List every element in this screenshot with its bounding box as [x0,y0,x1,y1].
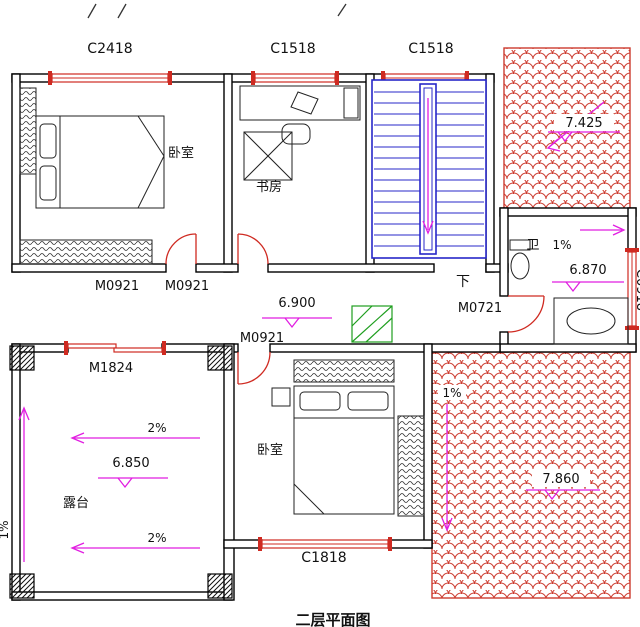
table-study [243,131,293,181]
bed-bottom-bedroom [271,385,395,515]
dimension-ticks [87,3,347,19]
door-m1824-terrace [64,341,166,355]
label-door-m0921-c: M0921 [240,331,284,346]
label-window-c2418: C2418 [87,41,132,57]
window-c1518-study [251,71,339,85]
elevation-marker-roof-top [548,131,620,143]
label-slope-terrace-upper: 2% [147,421,166,435]
window-c1818 [258,537,392,551]
label-stair-down: 下 [456,274,470,290]
slope-arrow-terrace-upper [70,432,200,444]
label-backing [532,470,590,487]
label-backing [438,385,466,400]
door-m0921-bedroom-top [165,233,197,265]
label-slope-bath: 1% [552,238,571,252]
label-room-bedroom-bottom: 卧室 [257,442,283,458]
label-door-m0921-b: M0921 [165,279,209,294]
window-c2418 [48,71,172,85]
label-room-bath: 卫 [526,238,539,253]
elevation-marker-bath [552,281,624,293]
label-slope-roof-bottom: 1% [442,386,461,400]
label-window-c0918: C0918 [633,269,640,311]
vanity-basin [553,297,629,345]
wardrobe-hatch-top-bedroom [19,87,153,265]
label-slope-terrace-lower: 2% [147,531,166,545]
label-door-m0721: M0721 [458,301,502,316]
drawing-title: 二层平面图 [295,611,370,627]
staircase [371,79,487,259]
window-c0918 [625,248,639,330]
label-window-c1818: C1818 [301,550,346,566]
label-elevation-roof-bottom: 7.860 [542,472,579,487]
elevation-marker-corridor [262,317,332,329]
elevation-marker-terrace [98,477,168,489]
bed-top-bedroom [35,115,165,209]
slope-arrow-roof-bottom [441,404,453,532]
green-shaft-box [351,305,393,343]
label-elevation-terrace: 6.850 [112,456,149,471]
slope-arrow-terrace-left [18,406,30,562]
elevation-marker-roof-bottom [526,489,600,501]
door-m0921-bedroom-bottom [237,351,271,385]
label-room-study: 书房 [256,179,282,195]
label-door-m0921-a: M0921 [95,279,139,294]
desk-study [239,85,361,145]
column [9,573,35,599]
label-elevation-roof-top: 7.425 [565,116,602,131]
terrace-columns [9,345,233,599]
label-elevation-bath: 6.870 [569,263,606,278]
column [9,345,35,371]
door-m0921-study [237,233,269,265]
wardrobe-hatch-bottom-bedroom [293,359,425,517]
label-room-bedroom-top: 卧室 [168,145,194,161]
slope-arrow-terrace-lower [70,542,200,554]
label-room-terrace: 露台 [63,496,89,511]
column [207,573,233,599]
door-m0721-bath [507,295,545,333]
label-backing [554,114,614,131]
column [207,345,233,371]
label-elevation-corridor: 6.900 [278,296,315,311]
label-door-m1824: M1824 [89,361,133,376]
label-slope-terrace-left: 1% [0,520,11,539]
toilet [509,239,531,280]
stair-down-arrow [422,98,434,235]
label-window-c1518-stair: C1518 [408,41,453,57]
label-window-c1518-study: C1518 [270,41,315,57]
slope-arrow-bath [580,224,626,236]
